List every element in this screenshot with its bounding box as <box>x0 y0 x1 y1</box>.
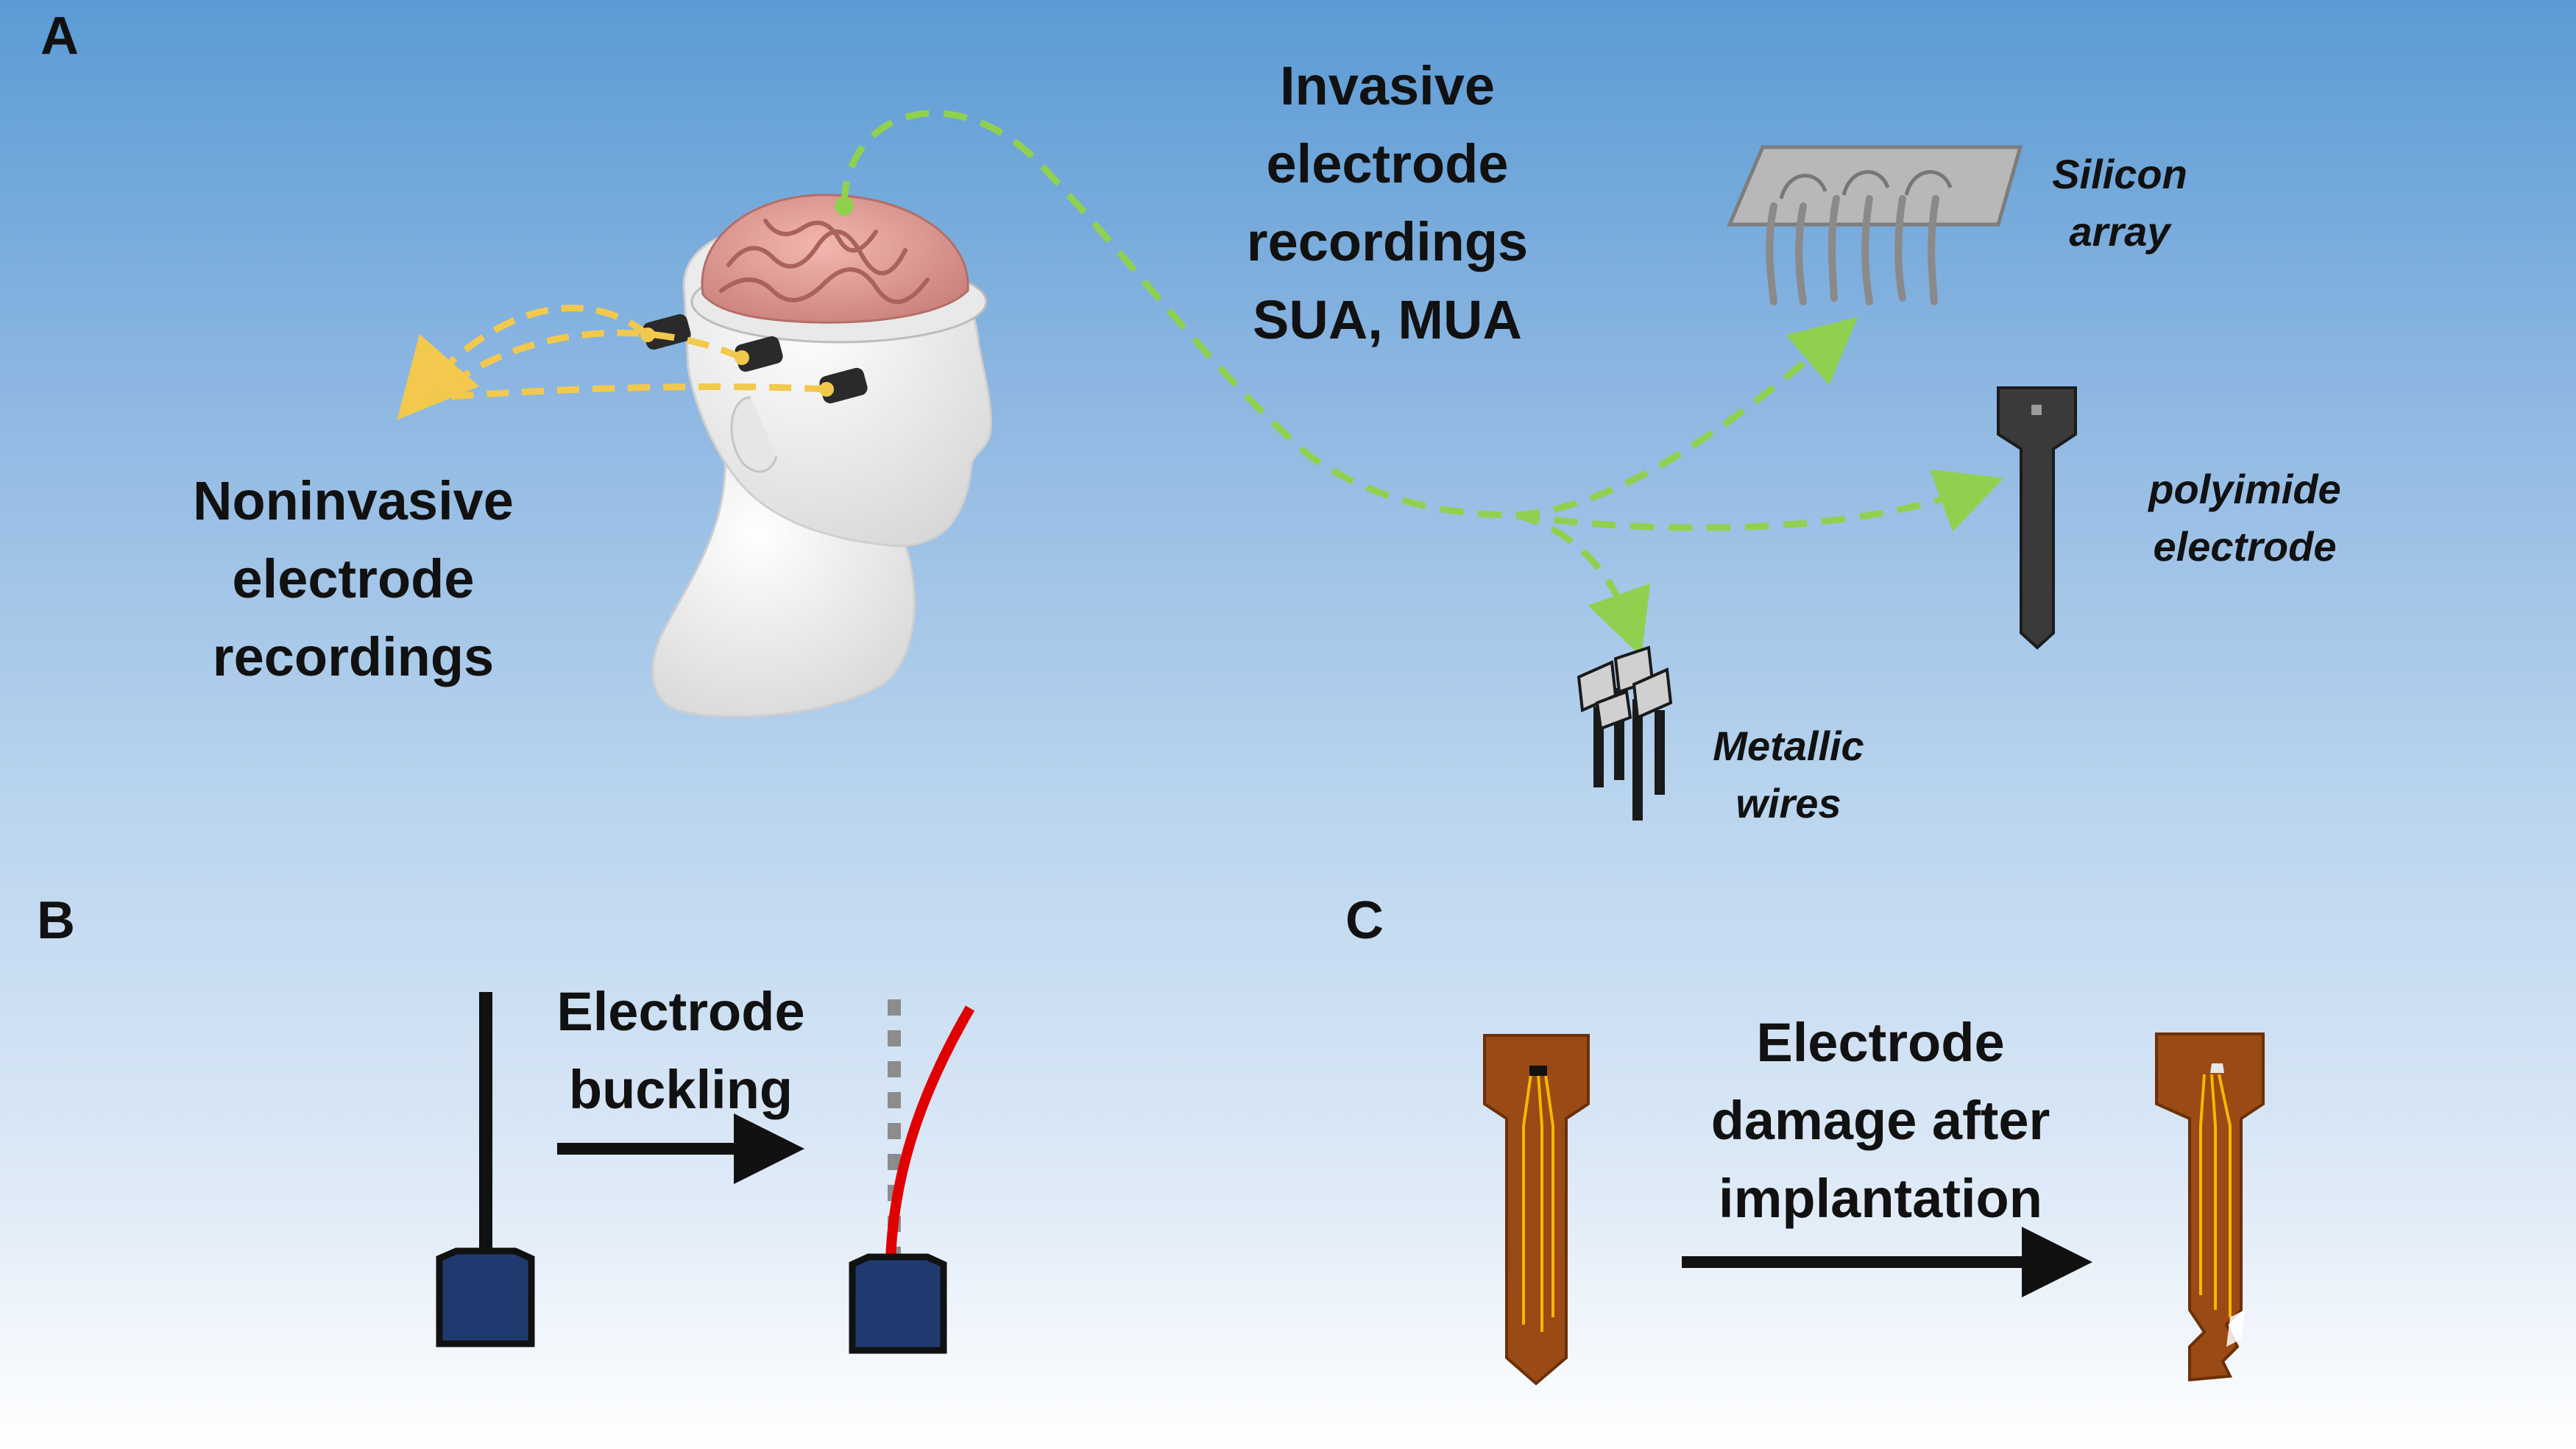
noninvasive-label: Noninvasive electrode recordings <box>193 470 514 687</box>
invasive-label: Invasive electrode recordings SUA, MUA <box>1246 55 1529 350</box>
damage-label: Electrode damage after implantation <box>1710 1012 2050 1229</box>
metallic-wires-label: Metallic wires <box>1713 723 1864 826</box>
implant-site-dot <box>835 196 854 216</box>
invasive-arrows <box>841 110 2004 657</box>
polyimide-probe-icon <box>1997 386 2077 650</box>
damaged-polyimide-probe-icon <box>2155 1032 2265 1382</box>
silicon-array-label: Silicon array <box>2052 151 2187 255</box>
buckling-label: Electrode buckling <box>556 981 805 1120</box>
silicon-array-icon <box>1727 145 2023 305</box>
panel-label-b: B <box>37 891 75 950</box>
head-with-exposed-brain-icon <box>640 194 992 718</box>
intact-polyimide-probe-icon <box>1483 1034 1590 1386</box>
straight-electrode-icon <box>436 992 535 1347</box>
noninvasive-arrows <box>397 305 827 420</box>
panel-label-c: C <box>1345 891 1384 950</box>
panel-label-a: A <box>40 7 79 65</box>
metallic-wires-icon <box>1577 645 1673 821</box>
buckled-electrode-icon <box>849 999 975 1354</box>
polyimide-label: polyimide electrode <box>2148 466 2341 570</box>
